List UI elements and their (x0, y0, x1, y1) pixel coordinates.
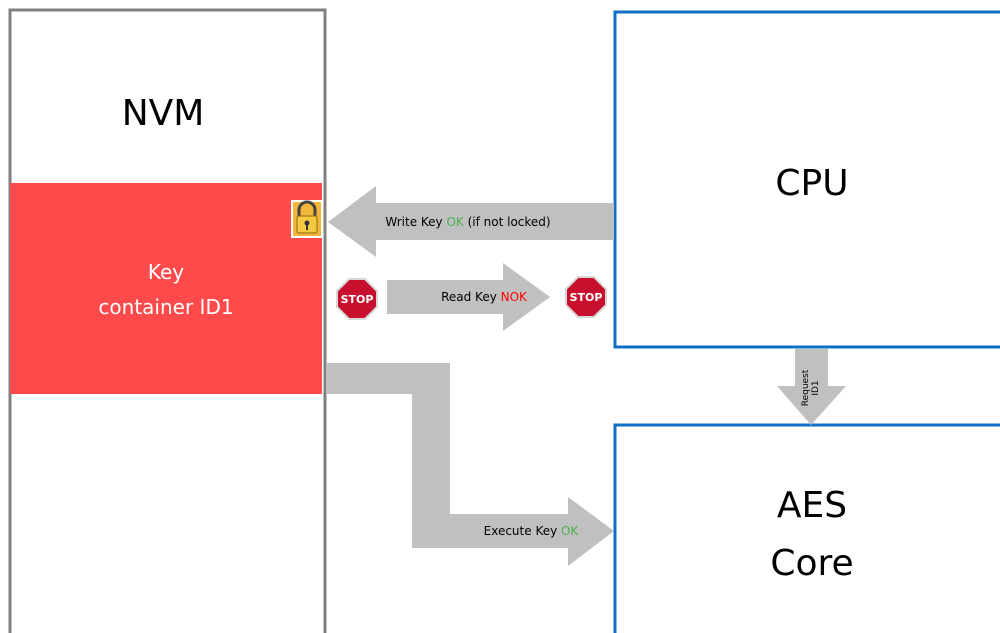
key-container (10, 183, 322, 394)
execute-key-status: OK (561, 524, 579, 538)
stop-sign-left-text: STOP (341, 293, 374, 306)
execute-key-label: Execute Key OK (484, 524, 580, 538)
key-container-label-line1: Key (148, 260, 184, 284)
aes-core-block (613, 423, 1000, 633)
request-label-line1: Request (801, 369, 811, 406)
request-id1-arrow (777, 349, 846, 425)
aes-title-line2: Core (770, 543, 853, 584)
stop-sign-right-text: STOP (570, 291, 603, 304)
write-key-status: OK (446, 215, 464, 229)
read-key-prefix: Read Key (441, 290, 501, 304)
aes-title-line1: AES (777, 485, 847, 526)
write-key-prefix: Write Key (385, 215, 446, 229)
request-label-line2: ID1 (811, 380, 821, 395)
write-key-arrow (328, 186, 614, 257)
lock-icon (291, 200, 323, 238)
read-key-label: Read Key NOK (441, 290, 528, 304)
execute-key-arrow (326, 363, 614, 566)
read-key-arrow (387, 263, 550, 331)
write-key-label: Write Key OK (if not locked) (385, 215, 550, 229)
stop-sign-left-icon: STOP (336, 278, 378, 320)
write-key-suffix: (if not locked) (464, 215, 551, 229)
execute-key-prefix: Execute Key (484, 524, 561, 538)
read-key-status: NOK (501, 290, 528, 304)
stop-sign-right-icon: STOP (565, 276, 607, 318)
key-container-label-line2: container ID1 (98, 295, 233, 319)
cpu-block (613, 10, 1000, 349)
cpu-title: CPU (775, 163, 848, 204)
nvm-title: NVM (122, 93, 205, 134)
